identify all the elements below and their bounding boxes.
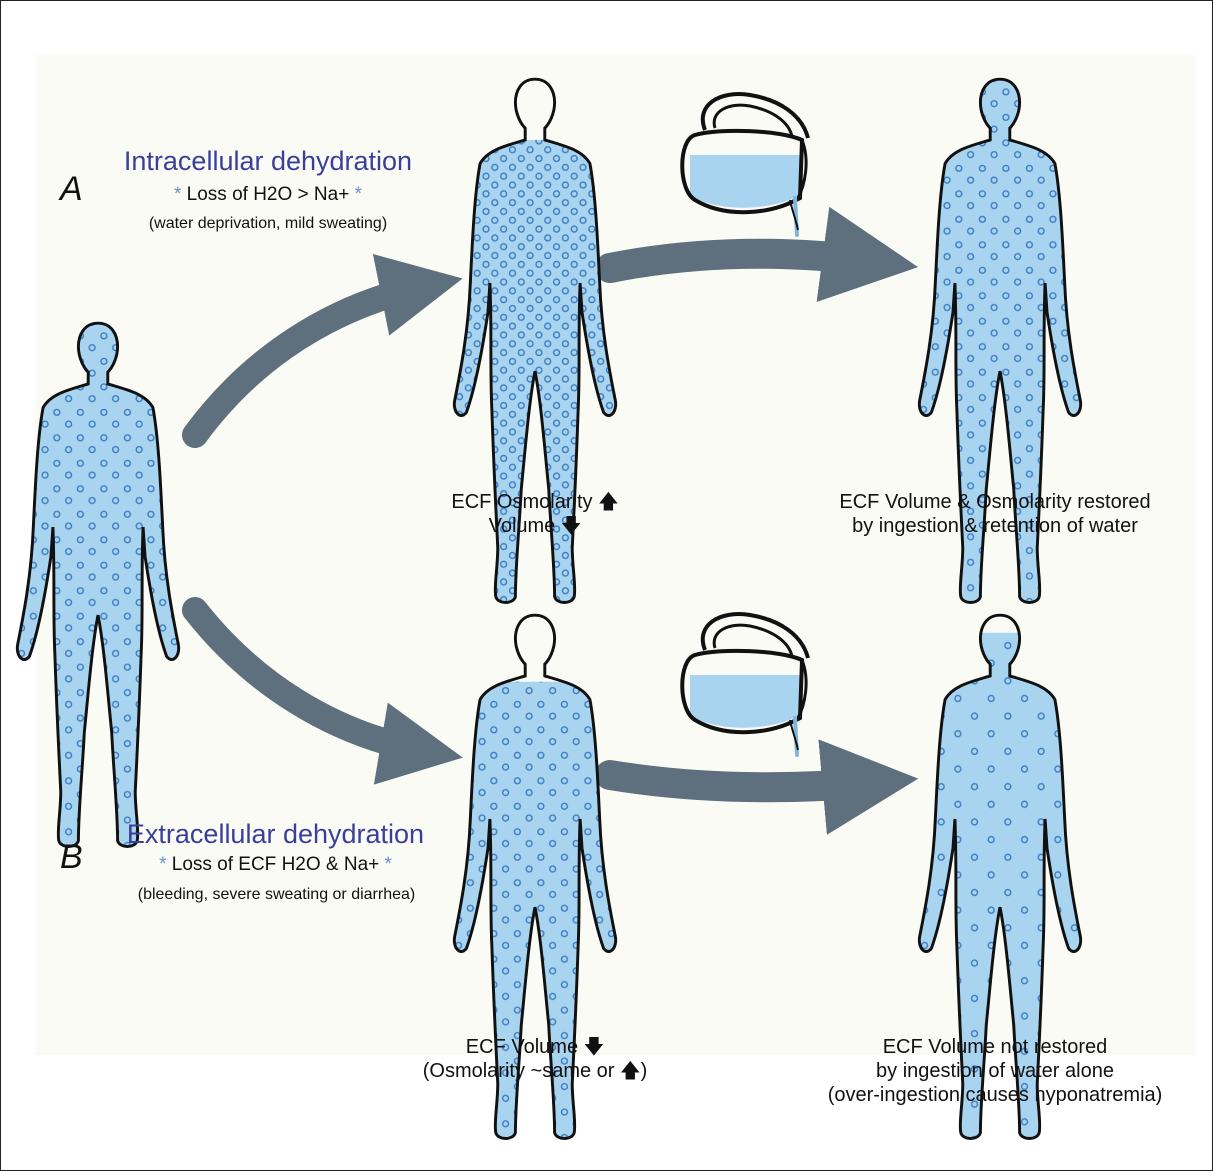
caption-a-right: ECF Volume & Osmolarity restored by inge… bbox=[800, 490, 1190, 538]
star-icon: * bbox=[174, 184, 181, 205]
caption-a-mid: ECF Osmolarity 🡅 Volume 🡇 bbox=[410, 490, 660, 538]
caption-b-right-line3: (over-ingestion causes hyponatremia) bbox=[800, 1083, 1190, 1107]
caption-b-mid-line1: ECF Volume bbox=[466, 1036, 578, 1058]
figure-a-dehydrated bbox=[437, 79, 633, 620]
panel-b-letter: B bbox=[60, 838, 83, 877]
caption-b-right-line1: ECF Volume not restored bbox=[800, 1035, 1190, 1059]
pitcher-icon bbox=[682, 94, 808, 235]
arrow-b-to-not-restored bbox=[610, 775, 880, 787]
pitcher-icon bbox=[682, 614, 808, 755]
caption-b-right-line2: by ingestion of water alone bbox=[800, 1059, 1190, 1083]
caption-a-mid-line1: ECF Osmolarity bbox=[451, 491, 592, 513]
panel-b-cause: (bleeding, severe sweating or diarrhea) bbox=[94, 884, 459, 906]
arrow-up-icon: 🡅 bbox=[620, 1060, 641, 1082]
panel-a-title: Intracellular dehydration bbox=[108, 145, 428, 177]
caption-a-mid-line2: Volume bbox=[489, 515, 556, 537]
caption-a-right-line2: by ingestion & retention of water bbox=[800, 514, 1190, 538]
panel-a-letter: A bbox=[60, 170, 83, 209]
panel-a-subtitle-text: Loss of H2O > Na+ bbox=[187, 184, 350, 205]
caption-b-right: ECF Volume not restored by ingestion of … bbox=[800, 1035, 1190, 1107]
figure-normal bbox=[0, 311, 196, 860]
panel-a-cause: (water deprivation, mild sweating) bbox=[108, 213, 428, 235]
star-icon: * bbox=[159, 854, 166, 875]
arrow-up-icon: 🡅 bbox=[598, 491, 619, 513]
caption-a-right-line1: ECF Volume & Osmolarity restored bbox=[800, 490, 1190, 514]
arrow-to-intracellular bbox=[195, 285, 430, 435]
panel-b-subtitle-text: Loss of ECF H2O & Na+ bbox=[172, 854, 380, 875]
arrow-down-icon: 🡇 bbox=[584, 1036, 605, 1058]
panel-b-subtitle: * Loss of ECF H2O & Na+ * bbox=[108, 853, 443, 877]
caption-b-mid-line2: (Osmolarity ~same or bbox=[423, 1060, 615, 1082]
panel-b-title: Extracellular dehydration bbox=[108, 818, 443, 850]
arrow-to-extracellular bbox=[195, 610, 430, 752]
caption-b-mid-line2-end: ) bbox=[641, 1060, 648, 1082]
panel-a-subtitle: * Loss of H2O > Na+ * bbox=[108, 183, 428, 207]
caption-b-mid: ECF Volume 🡇 (Osmolarity ~same or 🡅) bbox=[410, 1035, 660, 1083]
arrow-a-to-restored bbox=[610, 254, 880, 268]
star-icon: * bbox=[385, 854, 392, 875]
star-icon: * bbox=[355, 184, 362, 205]
arrow-down-icon: 🡇 bbox=[561, 515, 582, 537]
